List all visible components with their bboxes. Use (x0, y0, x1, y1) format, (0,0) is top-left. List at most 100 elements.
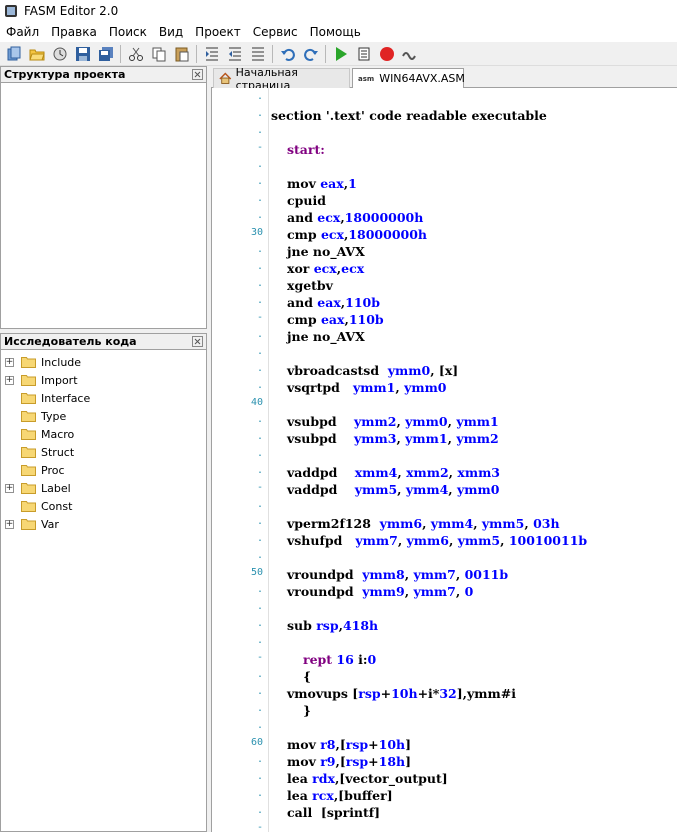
code-token: , (447, 414, 457, 429)
code-token: ymm2 (456, 431, 499, 446)
code-token: ,[buffer] (333, 788, 393, 803)
tree-item[interactable]: Struct (5, 443, 74, 461)
close-icon[interactable] (192, 69, 203, 80)
expand-icon[interactable]: + (5, 518, 14, 529)
code-token: cmp (287, 227, 321, 242)
code-token: ymm7 (355, 533, 398, 548)
code-token: ,[vector_output] (334, 771, 448, 786)
code-token: 16 (336, 652, 359, 667)
line-marker: . (256, 380, 263, 391)
code-token: , (473, 516, 482, 531)
paste-icon[interactable] (172, 44, 191, 63)
align-icon[interactable] (248, 44, 267, 63)
code-token: lea (287, 788, 313, 803)
indent-icon[interactable] (202, 44, 221, 63)
code-token: 18000000h (344, 210, 424, 225)
code-token: ymm0 (405, 414, 448, 429)
code-token: 0 (464, 584, 474, 599)
code-token: rept (303, 652, 337, 667)
code-editor[interactable]: ...-....30....-....40....-....50....-...… (211, 88, 677, 832)
tree-item[interactable]: + Import (5, 371, 78, 389)
expand-icon[interactable]: + (5, 482, 14, 493)
line-marker: . (256, 244, 263, 255)
menu-service[interactable]: Сервис (252, 25, 298, 39)
code-line: mov r8,[rsp+10h] (287, 737, 411, 752)
stop-icon[interactable] (377, 44, 396, 63)
code-token: start: (287, 142, 325, 157)
code-token: xmm2 (406, 465, 449, 480)
folder-icon (21, 519, 36, 530)
code-token: 10h (378, 737, 406, 752)
line-marker: . (256, 635, 263, 646)
tree-item[interactable]: Const (5, 497, 72, 515)
line-marker: . (256, 329, 263, 340)
line-marker: . (256, 669, 263, 680)
code-token: ymm1 (405, 431, 448, 446)
redo-icon[interactable] (301, 44, 320, 63)
code-token: vsqrtpd (287, 380, 353, 395)
tree-item[interactable]: + Include (5, 353, 81, 371)
tree-item-label: Import (41, 373, 78, 387)
tree-item[interactable]: Type (5, 407, 66, 425)
menu-project[interactable]: Проект (195, 25, 241, 39)
tab-bar: Начальная страница asm WIN64AVX.ASM (211, 66, 677, 92)
open-icon[interactable] (27, 44, 46, 63)
expand-icon[interactable]: + (5, 356, 14, 367)
code-token: 10h (391, 686, 418, 701)
code-token: rdx (312, 771, 335, 786)
toolbar-separator (325, 44, 326, 63)
code-token: eax (320, 176, 344, 191)
tree-item[interactable]: Interface (5, 389, 90, 407)
outdent-icon[interactable] (225, 44, 244, 63)
tree-item[interactable]: Proc (5, 461, 65, 479)
tab-win64avx-asm[interactable]: asm WIN64AVX.ASM (352, 68, 465, 89)
tree-item[interactable]: +Var (5, 515, 59, 533)
code-line: and eax,110b (287, 295, 380, 310)
code-token: cpuid (287, 193, 326, 208)
code-token: ymm6 (406, 533, 449, 548)
code-token: , (344, 312, 349, 327)
code-token: , (343, 176, 349, 191)
code-token: 418h (342, 618, 379, 633)
code-token: rcx (312, 788, 334, 803)
tab-start-page[interactable]: Начальная страница (213, 66, 350, 92)
code-line: and ecx,18000000h (287, 210, 423, 225)
code-line: lea rdx,[vector_output] (287, 771, 448, 786)
run-icon[interactable] (331, 44, 350, 63)
debug-icon[interactable] (400, 44, 419, 63)
save-icon[interactable] (73, 44, 92, 63)
menu-file[interactable]: Файл (6, 25, 40, 39)
menu-edit[interactable]: Правка (51, 25, 97, 39)
code-token: , (343, 227, 349, 242)
close-icon[interactable] (192, 336, 203, 347)
menu-search[interactable]: Поиск (108, 25, 147, 39)
code-line: call [sprintf] (287, 805, 380, 820)
code-token: jne no_AVX (287, 244, 365, 259)
tree-item[interactable]: +Label (5, 479, 71, 497)
code-token: rsp (316, 618, 339, 633)
code-token: 18h (378, 754, 406, 769)
open-recent-icon[interactable] (50, 44, 69, 63)
code-token: rsp (358, 686, 381, 701)
line-marker: . (256, 771, 263, 782)
code-line: vroundpd ymm8, ymm7, 0011b (287, 567, 508, 582)
code-token: ymm5 (354, 482, 398, 497)
code-line: start: (287, 142, 325, 157)
cut-icon[interactable] (126, 44, 145, 63)
code-token: mov (287, 754, 321, 769)
folder-icon (21, 393, 36, 404)
menu-view[interactable]: Вид (158, 25, 184, 39)
tree-item-label: Include (41, 355, 82, 369)
code-token: , (396, 431, 406, 446)
tree-item-label: Macro (41, 427, 75, 441)
build-icon[interactable] (354, 44, 373, 63)
undo-icon[interactable] (278, 44, 297, 63)
code-token: , (397, 533, 407, 548)
expand-icon[interactable]: + (5, 374, 14, 385)
menu-help[interactable]: Помощь (309, 25, 361, 39)
copy-icon[interactable] (149, 44, 168, 63)
new-project-icon[interactable] (4, 44, 23, 63)
code-token: code readable executable (364, 108, 547, 123)
tree-item[interactable]: Macro (5, 425, 74, 443)
save-all-icon[interactable] (96, 44, 115, 63)
